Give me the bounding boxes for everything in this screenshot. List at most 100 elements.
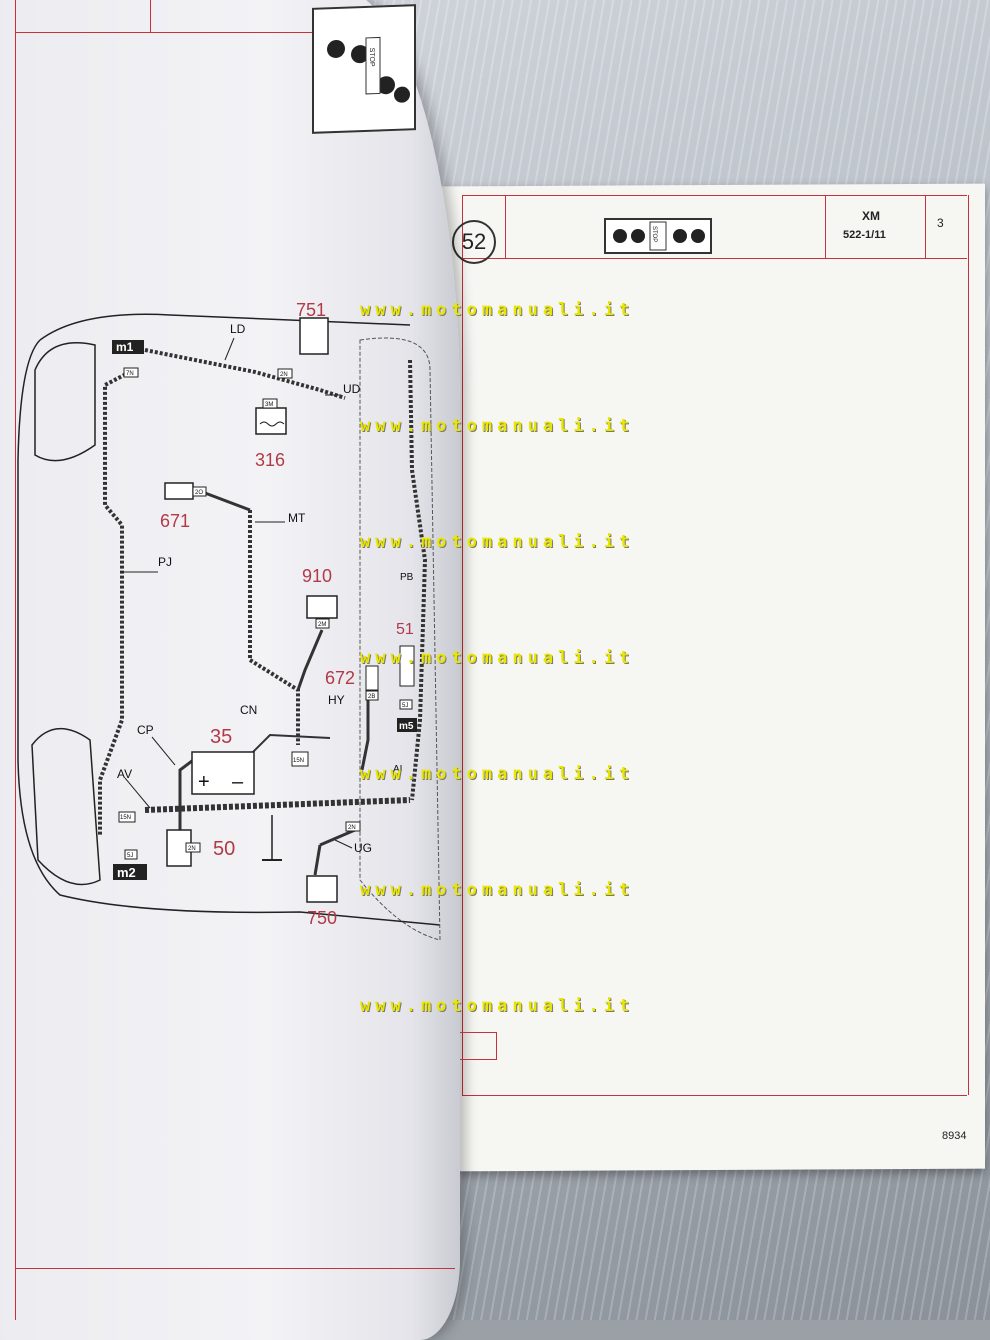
module-m2-box [113,864,147,880]
car-outline-top [39,313,411,341]
battery-plus-icon: + [198,771,210,793]
connector-2n-c: 2N [348,825,356,831]
harness-label-mt: MT [288,511,306,525]
component-number-50: 50 [213,838,235,860]
connector-5j-box [399,699,413,710]
harness-pb [408,359,428,801]
harness-label-ai: AI [393,764,402,775]
left-page-frame [15,0,16,1320]
left-page [0,0,460,1340]
page-number: 3 [937,216,944,230]
component-751-icon [299,317,329,355]
header-divider-1 [505,195,506,258]
component-number-316: 316 [255,450,285,470]
harness-label-pb: PB [400,572,414,583]
connector-7n-box [123,367,139,378]
connector-2n-750-box [345,821,361,832]
harness-pj [98,370,131,835]
module-m5-box [397,718,417,732]
module-label-m2: m2 [117,865,136,880]
wire-910 [296,629,324,691]
connector-2n-a: 2N [280,372,288,378]
harness-main-rear [144,797,411,813]
header-divider-2 [825,195,826,258]
left-bottom-rule [15,1268,455,1269]
right-top-rule [462,195,967,196]
connector-2b-box [365,690,379,701]
connector-5j-b: 5J [127,853,133,859]
connector-15n-a: 15N [293,758,304,764]
connector-5j-m2-box [124,849,138,860]
left-small-frame [460,1032,497,1060]
watermark-5: www.motomanuali.it [360,764,635,784]
harness-label-cn: CN [240,703,257,717]
harness-ld [144,348,346,400]
battery-minus-icon: – [232,771,244,793]
connector-2m-box [315,618,330,629]
stop-symbol-box: STOP [604,218,712,254]
harness-mt [248,510,300,745]
right-page-frame [462,195,969,1095]
watermark-6: www.motomanuali.it [360,880,635,900]
connector-2n-b: 2N [188,846,196,852]
component-51-icon [399,645,415,687]
connector-15n-b: 15N [120,815,131,821]
component-number-51: 51 [396,621,414,638]
watermark-4: www.motomanuali.it [360,648,635,668]
module-m1-box [112,340,144,354]
component-671-icon [164,482,194,500]
component-910-icon [306,595,338,619]
stop-label: STOP [651,226,657,243]
left-brake-disc-icon [327,36,410,103]
component-number-672: 672 [325,668,355,688]
footer-code: 8934 [942,1130,967,1142]
component-316-icon [255,407,287,435]
left-stop-symbol-box: STOP [312,4,416,134]
av-leader [124,777,151,809]
connector-2m: 2M [318,622,326,628]
watermark-1: www.motomanuali.it [360,300,635,320]
component-number-35: 35 [210,726,232,748]
harness-label-pj: PJ [158,555,172,569]
front-left-wheel-arch [34,342,96,462]
cp-leader [151,736,176,766]
header-divider-3 [925,195,926,258]
harness-hy [360,690,370,771]
connector-3m: 3M [265,402,273,408]
left-top-rule [15,32,410,33]
module-label-m5: m5 [399,721,414,732]
component-number-671: 671 [160,511,190,531]
connector-15n-av-box [118,811,136,823]
ld-leader [224,337,235,361]
section-number-badge: 52 [452,220,496,264]
component-672-icon [365,665,379,691]
rear-left-wheel-arch [31,727,101,886]
harness-label-hy: HY [328,693,345,707]
connector-15n-box [291,751,309,767]
wire-671 [204,491,251,512]
watermark-7: www.motomanuali.it [360,996,635,1016]
connector-3m-box [262,398,278,409]
connector-2o-box [192,486,207,497]
harness-label-ld: LD [230,322,246,336]
battery-icon [191,751,255,795]
car-outline-side [17,339,441,926]
component-number-910: 910 [302,566,332,586]
coolant-symbol-icon [259,421,285,427]
harness-label-cp: CP [137,723,154,737]
connector-5j-a: 5J [402,703,408,709]
module-label-m1: m1 [116,340,134,354]
reference-label: 522-1/11 [843,229,886,241]
watermark-2: www.motomanuali.it [360,416,635,436]
left-top-divider [150,0,151,32]
wire-750 [313,844,322,876]
right-bottom-rule [462,1095,967,1096]
connector-2n-50-box [185,842,201,853]
component-number-751: 751 [296,300,326,320]
harness-label-av: AV [117,767,132,781]
right-header-rule [462,258,967,259]
brake-disc-icon [613,221,705,251]
right-side-outline [359,337,441,941]
component-number-750: 750 [307,908,337,928]
